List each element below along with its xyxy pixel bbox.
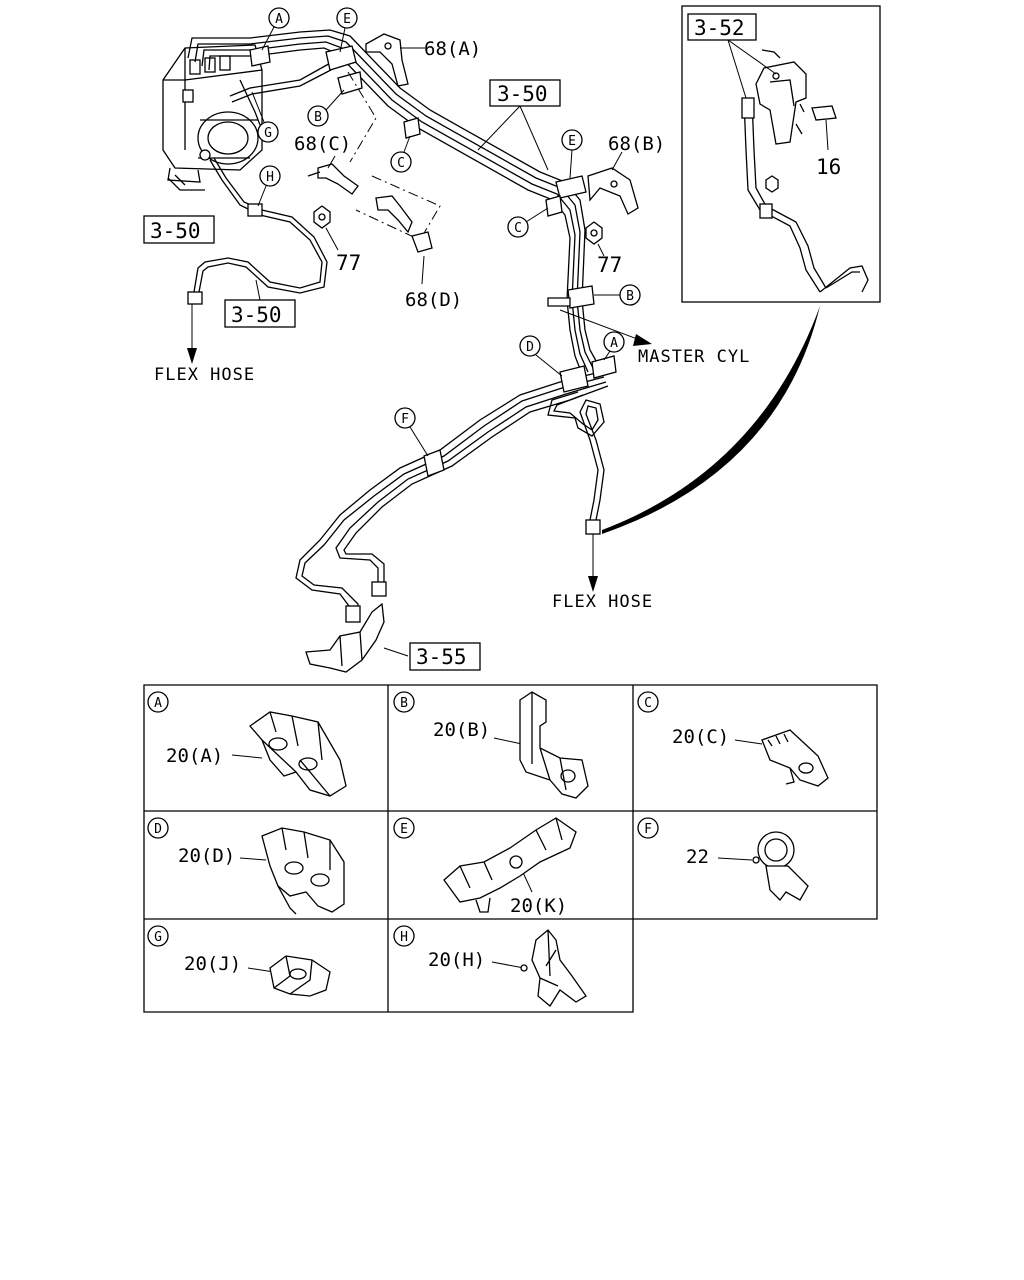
clip-cell-D-letter: D	[154, 822, 162, 837]
marker-E-top: E	[336, 7, 358, 53]
upper-pipe-bundle	[187, 29, 601, 375]
lower-pipe-bundle	[295, 371, 609, 623]
svg-text:D: D	[526, 340, 534, 355]
clip-C-upper	[403, 117, 421, 139]
clip-A-upper	[249, 45, 271, 67]
abs-hydraulic-unit	[162, 44, 263, 191]
ref-box-3-50-left: 3-50	[143, 215, 215, 244]
callout-77-left: 77	[336, 251, 361, 275]
svg-text:E: E	[343, 12, 351, 27]
svg-text:3-52: 3-52	[694, 16, 745, 40]
svg-text:3-50: 3-50	[150, 219, 201, 243]
svg-text:3-55: 3-55	[416, 645, 467, 669]
clip-cell-D: D 20(D)	[147, 817, 345, 915]
clip-cell-B-part: 20(B)	[433, 719, 490, 741]
ref-box-3-50-lower: 3-50	[224, 299, 296, 328]
clip-E-right	[555, 175, 587, 199]
bracket-68B	[587, 167, 639, 215]
clip-cell-E: E 20(K)	[393, 817, 577, 917]
svg-text:H: H	[266, 170, 274, 185]
bracket-68C-68D	[307, 71, 441, 253]
marker-E-right: E	[561, 129, 583, 179]
marker-A-lower: A	[603, 331, 625, 361]
clip-cell-C-letter: C	[644, 696, 652, 711]
clip-E-upper	[325, 45, 357, 71]
svg-text:C: C	[514, 221, 522, 236]
clip-cell-A: A 20(A)	[147, 691, 347, 797]
callout-68D: 68(D)	[405, 289, 462, 311]
clip-B-right	[547, 285, 595, 309]
marker-G: G	[251, 91, 279, 143]
clip-cell-H: H 20(H)	[393, 925, 587, 1007]
clip-cell-G: G 20(J)	[147, 925, 331, 997]
pipe-to-left-flex-hose	[187, 157, 328, 305]
clip-cell-A-letter: A	[154, 696, 162, 711]
clip-cell-F-letter: F	[644, 822, 652, 837]
pipe-to-bottom-flex-hose	[547, 391, 605, 535]
svg-text:3-50: 3-50	[231, 303, 282, 327]
clip-cell-C: C 20(C)	[637, 691, 829, 787]
ref-box-3-52: 3-52	[687, 13, 757, 41]
svg-text:B: B	[626, 289, 634, 304]
clip-B-upper	[337, 71, 363, 95]
clip-F-lower	[423, 449, 445, 477]
bracket-3-55	[305, 602, 385, 673]
marker-C-top: C	[390, 135, 412, 173]
clip-cell-B-letter: B	[400, 696, 408, 711]
arrow-master-cyl	[633, 334, 652, 346]
callout-68A: 68(A)	[424, 38, 481, 60]
callout-77-right: 77	[597, 253, 622, 277]
caption-master-cyl: MASTER CYL	[638, 347, 750, 367]
marker-H: H	[257, 165, 281, 207]
svg-text:C: C	[397, 156, 405, 171]
svg-text:F: F	[401, 412, 409, 427]
callout-68B: 68(B)	[608, 133, 665, 155]
nut-77-right	[585, 221, 603, 245]
clip-cell-D-part: 20(D)	[178, 845, 235, 867]
ref-box-3-50-top: 3-50	[489, 79, 561, 107]
clip-cell-C-part: 20(C)	[672, 726, 729, 748]
clip-cell-H-letter: H	[400, 930, 408, 945]
ref-box-3-55: 3-55	[409, 642, 481, 671]
caption-flex-hose-bottom: FLEX HOSE	[552, 592, 653, 612]
svg-text:B: B	[314, 110, 322, 125]
marker-B-right: B	[594, 284, 641, 306]
clip-D-lower	[559, 365, 589, 393]
clip-cell-F-part: 22	[686, 846, 709, 868]
clip-cell-E-part: 20(K)	[510, 895, 567, 917]
clip-C-right	[545, 195, 563, 217]
callout-68C: 68(C)	[294, 133, 351, 155]
clip-cell-G-letter: G	[154, 930, 162, 945]
clip-cell-G-part: 20(J)	[184, 953, 241, 975]
arrow-flex-bottom	[588, 576, 598, 592]
svg-text:E: E	[568, 134, 576, 149]
svg-text:A: A	[610, 336, 618, 351]
caption-flex-hose-left: FLEX HOSE	[154, 365, 255, 385]
bracket-68A	[365, 33, 409, 87]
nut-77-left	[313, 205, 331, 229]
svg-text:G: G	[264, 126, 272, 141]
svg-text:3-50: 3-50	[497, 82, 548, 106]
detail-box-3-52	[681, 5, 881, 303]
marker-B-top: B	[307, 89, 345, 127]
clip-cell-B: B 20(B)	[393, 691, 589, 799]
clip-table	[143, 684, 878, 1013]
clip-cell-H-part: 20(H)	[428, 949, 485, 971]
marker-D: D	[519, 335, 563, 377]
marker-C-right: C	[507, 207, 549, 238]
marker-F: F	[394, 407, 429, 457]
callout-16: 16	[816, 155, 841, 179]
clip-cell-F: F 22	[637, 817, 809, 901]
svg-text:A: A	[275, 12, 283, 27]
clip-cell-A-part: 20(A)	[166, 745, 223, 767]
marker-A-top: A	[261, 7, 290, 51]
arrow-flex-left	[187, 348, 197, 364]
clip-cell-E-letter: E	[400, 822, 408, 837]
clip-A-lower	[591, 355, 617, 379]
